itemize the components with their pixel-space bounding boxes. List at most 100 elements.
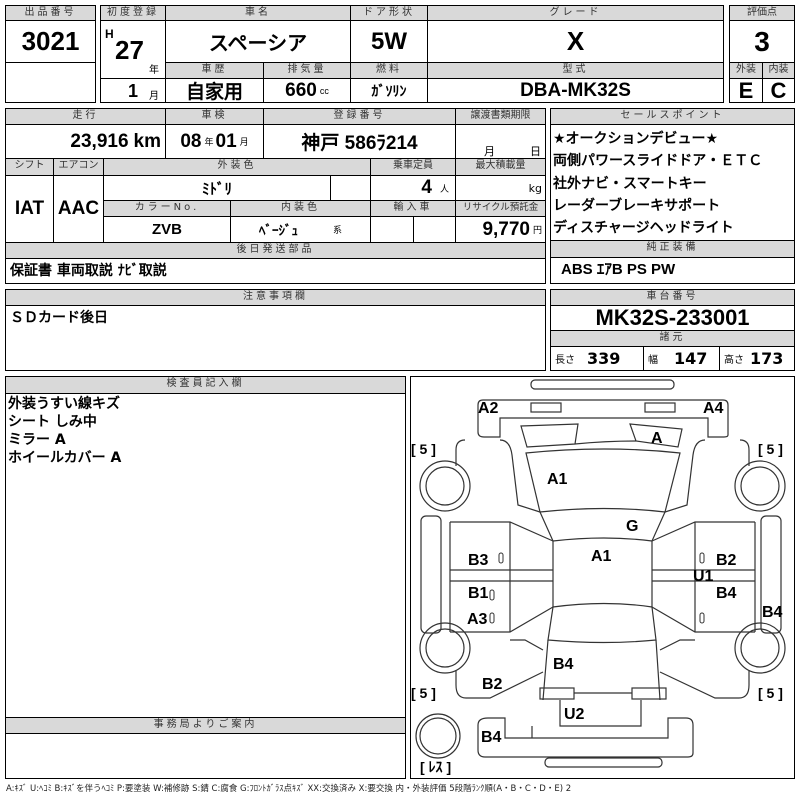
fuel-header: 燃料 <box>350 62 428 79</box>
equipment-header: 純正装備 <box>550 240 795 258</box>
inspector-box <box>5 376 406 779</box>
capacity-header: 乗車定員 <box>370 158 456 176</box>
chassis-number: MK32S-233001 <box>550 305 795 331</box>
plate-number: 神戸 586ﾗ214 <box>263 124 456 159</box>
mileage-unit: km <box>133 130 161 152</box>
first-reg-header: 初度登録 <box>100 5 166 21</box>
car-name: スペーシア <box>165 20 351 63</box>
door-type: 5W <box>350 20 428 63</box>
transfer-cell: 月 日 <box>455 124 546 159</box>
height-label: 高さ <box>724 355 744 366</box>
width-label: 幅 <box>648 355 658 366</box>
damage-label: A1 <box>591 548 612 565</box>
int-color-suffix: 系 <box>332 226 342 236</box>
history: 自家用 <box>165 78 264 103</box>
inspector-line: ホイールカバー A <box>8 450 122 466</box>
recycle-fee: 9,770 <box>482 218 530 240</box>
damage-label: A3 <box>467 611 488 628</box>
inspection-month: 01 <box>215 130 237 152</box>
import-cell-1 <box>370 216 414 243</box>
max-load-cell: kg <box>455 175 546 201</box>
specs-header: 諸元 <box>550 330 795 347</box>
equipment: ABS ｴｱB PS PW <box>561 261 676 278</box>
aircon-header: エアコン <box>53 158 104 176</box>
damage-label: A1 <box>547 471 568 488</box>
displacement-unit: cc <box>319 85 329 96</box>
first-reg-year-cell: H 27 年 <box>100 20 166 79</box>
era: H <box>105 27 114 41</box>
int-score-header: 内装 <box>762 62 795 79</box>
damage-label: B4 <box>553 656 574 673</box>
recycle-header: リサイクル預託金 <box>455 200 546 217</box>
height: 173 <box>750 349 784 368</box>
first-reg-month: 1 <box>128 81 139 101</box>
damage-label: A <box>651 430 663 447</box>
damage-label: U1 <box>693 568 714 585</box>
max-load-header: 最大積載量 <box>455 158 546 176</box>
sales-point: 社外ナビ・スマートキー <box>553 176 707 192</box>
spare-tire: [ ﾚｽ ] <box>420 759 452 775</box>
damage-label: B1 <box>468 585 489 602</box>
ext-color: ﾐﾄﾞﾘ <box>103 175 331 201</box>
chassis-header: 車台番号 <box>550 289 795 306</box>
damage-label: B4 <box>716 585 737 602</box>
inspection-header: 車検 <box>165 108 264 125</box>
ext-score: E <box>729 78 763 103</box>
ext-score-header: 外装 <box>729 62 763 79</box>
color-no-header: カラーNo. <box>103 200 231 217</box>
transfer-day-unit: 日 <box>530 145 541 158</box>
lot-header: 出品番号 <box>5 5 96 21</box>
int-color: ﾍﾞｰｼﾞｭ <box>258 224 298 239</box>
model-code: DBA-MK32S <box>427 78 724 103</box>
damage-diagram <box>410 376 795 779</box>
tire-front-right: [ 5 ] <box>758 441 783 457</box>
width: 147 <box>674 349 708 368</box>
tire-front-left: [ 5 ] <box>411 441 436 457</box>
tire-rear-right: [ 5 ] <box>758 685 783 701</box>
sales-point: レーダーブレーキサポート <box>553 198 721 214</box>
length-cell: 長さ 339 <box>550 346 644 371</box>
aircon: AAC <box>53 175 104 243</box>
year-unit: 年 <box>149 65 159 76</box>
transfer-month-unit: 月 <box>484 145 495 158</box>
color-no: ZVB <box>103 216 231 243</box>
int-color-header: 内装色 <box>230 200 371 217</box>
mileage: 23,916 <box>70 130 129 152</box>
car-name-header: 車名 <box>165 5 351 21</box>
length-label: 長さ <box>555 355 575 366</box>
damage-label: U2 <box>564 706 585 723</box>
sales-point: ★オークションデビュー★ <box>553 131 719 147</box>
inspector-line: シート しみ中 <box>8 414 97 430</box>
displacement-header: 排気量 <box>263 62 351 79</box>
transfer-header: 譲渡書類期限 <box>455 108 546 125</box>
later-parts: 保証書 車両取説 ﾅﾋﾞ取説 <box>10 263 167 279</box>
sales-point: 両側パワースライドドア・ＥＴＣ <box>553 153 763 169</box>
first-reg-month-cell: 1 月 <box>100 78 166 103</box>
recycle-unit: 円 <box>532 225 542 235</box>
overall-score: 3 <box>729 20 795 63</box>
ext-color-header: 外装色 <box>103 158 371 176</box>
later-parts-cell: 保証書 車両取説 ﾅﾋﾞ取説 <box>5 258 546 284</box>
grade-header: グレード <box>427 5 724 21</box>
shift: IAT <box>5 175 54 243</box>
door-header: ドア形状 <box>350 5 428 21</box>
length: 339 <box>587 349 621 368</box>
fuel: ｶﾞｿﾘﾝ <box>350 78 428 103</box>
history-header: 車歴 <box>165 62 264 79</box>
score-header: 評価点 <box>729 5 795 21</box>
import-header: 輸入車 <box>370 200 456 217</box>
notes-header: 注意事項欄 <box>5 289 546 306</box>
damage-label: B2 <box>716 552 737 569</box>
tire-rear-left: [ 5 ] <box>411 685 436 701</box>
model-header: 型式 <box>427 62 724 79</box>
max-load-unit: kg <box>528 181 542 195</box>
shift-header: シフト <box>5 158 54 176</box>
inspector-line: 外装うすい線キズ <box>8 396 120 412</box>
office-header: 事務局よりご案内 <box>5 717 406 734</box>
first-reg-year: 27 <box>115 35 144 65</box>
